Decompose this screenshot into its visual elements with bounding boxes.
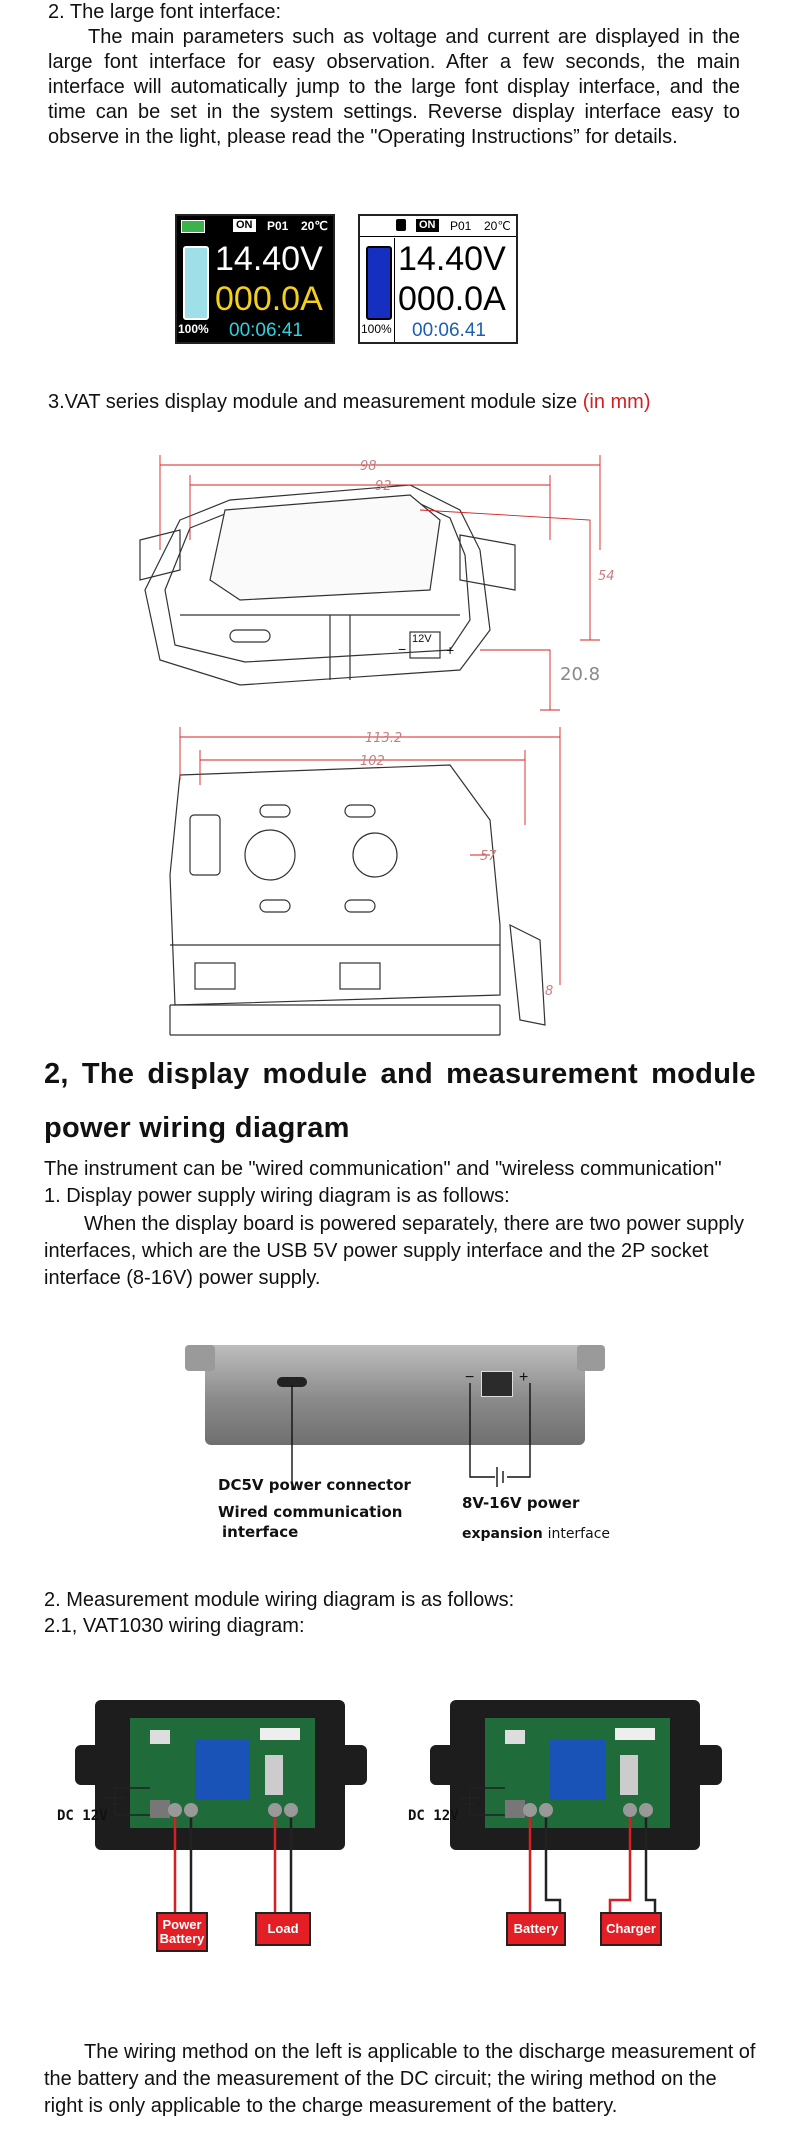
mode-badge: ON <box>416 219 439 232</box>
temperature-label: 20℃ <box>301 219 328 233</box>
wired-comm-label-2: interface <box>222 1523 299 1541</box>
wiring-heading-line2: power wiring diagram <box>44 1112 350 1144</box>
display-body <box>205 1345 585 1445</box>
large-font-paragraph: The main parameters such as voltage and … <box>48 26 740 148</box>
dim-113-2: 113.2 <box>365 731 402 746</box>
expansion-word: expansion <box>462 1526 543 1542</box>
battery-level-icon <box>183 246 209 320</box>
wiring-diagram-left: DC 12V Power Battery Load <box>55 1700 375 1960</box>
display-screen-dark: ON P01 20℃ 100% 14.40V 000.0A 00:06:41 <box>175 214 335 344</box>
right-charger-box: Charger <box>600 1912 662 1946</box>
program-label: P01 <box>450 219 472 233</box>
battery-percent: 100% <box>361 322 392 336</box>
dim-102: 102 <box>360 754 385 769</box>
socket-2p <box>481 1371 513 1397</box>
status-bar: ON P01 20℃ <box>177 216 333 236</box>
section-heading-large-font: 2. The large font interface: <box>48 1 282 23</box>
display-screen-light: ON P01 20℃ 100% 14.40V 000.0A 00:06.41 <box>358 214 518 344</box>
socket-minus: − <box>465 1369 475 1386</box>
left-load-box: Load <box>255 1912 311 1946</box>
wired-comm-label: Wired communication <box>218 1503 403 1521</box>
size-heading-text: 3.VAT series display module and measurem… <box>48 391 578 413</box>
wiring-sub1: 1. Display power supply wiring diagram i… <box>44 1185 510 1207</box>
status-bar: ON P01 20℃ <box>360 216 516 237</box>
current-readout: 000.0A <box>398 280 506 318</box>
dim-98: 98 <box>360 459 377 474</box>
lock-icon <box>396 219 406 231</box>
temperature-label: 20℃ <box>484 219 511 233</box>
wiring-sub21: 2.1, VAT1030 wiring diagram: <box>44 1615 305 1637</box>
dim-54: 54 <box>598 569 615 584</box>
voltage-readout: 14.40V <box>398 240 506 278</box>
wiring-sub1-body: When the display board is powered separa… <box>44 1213 744 1289</box>
left-board-svg <box>75 1700 367 1915</box>
interface-word: interface <box>547 1526 611 1542</box>
dim-57: 57 <box>480 849 497 864</box>
display-power-photo: − + <box>185 1335 605 1465</box>
battery-small-icon <box>181 220 205 233</box>
dim-8: 8 <box>545 984 553 999</box>
left-ear <box>185 1345 215 1371</box>
mode-badge: ON <box>233 219 256 232</box>
left-box2-text: Load <box>267 1921 299 1936</box>
dc5v-label: DC5V power connector <box>218 1476 411 1494</box>
unit-note: (in mm) <box>582 391 651 413</box>
right-box2-text: Charger <box>606 1921 656 1936</box>
connector-12v-label: 12V <box>412 633 432 645</box>
elapsed-time: 00:06.41 <box>412 320 486 341</box>
dim-20-8: 20.8 <box>560 664 600 685</box>
battery-percent: 100% <box>178 322 209 336</box>
wiring-closing-paragraph: The wiring method on the left is applica… <box>44 2041 756 2117</box>
right-dc-label: DC 12V <box>408 1808 459 1824</box>
battery-level-icon <box>366 246 392 320</box>
elapsed-time: 00:06:41 <box>229 320 303 341</box>
measurement-module-drawing: 113.2 102 57 8 <box>169 727 561 1036</box>
power-range-label: 8V-16V power <box>462 1494 580 1512</box>
left-dc-label: DC 12V <box>57 1808 108 1824</box>
socket-plus: + <box>519 1369 529 1386</box>
dim-92: 92 <box>375 479 392 494</box>
current-readout: 000.0A <box>215 280 323 318</box>
wiring-heading-line1: 2, The display module and measurement mo… <box>44 1058 756 1090</box>
wiring-sub2: 2. Measurement module wiring diagram is … <box>44 1589 515 1611</box>
expansion-label: expansion interface <box>462 1524 610 1544</box>
right-board-svg <box>430 1700 722 1915</box>
photo-callout-lines <box>291 1383 531 1490</box>
wiring-intro: The instrument can be "wired communicati… <box>44 1158 722 1180</box>
connector-plus-label: + <box>446 642 454 658</box>
usb-port <box>277 1377 307 1387</box>
right-box1-text: Battery <box>513 1921 559 1936</box>
right-battery-box: Battery <box>506 1912 566 1946</box>
left-box1-text: Power Battery <box>159 1917 205 1946</box>
left-power-battery-box: Power Battery <box>156 1912 208 1952</box>
display-module-drawing: 98 92 54 20.8 12V − + <box>139 455 615 711</box>
section-heading-size: 3.VAT series display module and measurem… <box>48 390 650 415</box>
wiring-diagram-right: DC 12V Battery Charger <box>408 1700 730 1960</box>
right-ear <box>577 1345 605 1371</box>
program-label: P01 <box>267 219 289 233</box>
screen-divider <box>394 238 395 342</box>
voltage-readout: 14.40V <box>215 240 323 278</box>
connector-minus-label: − <box>398 641 406 657</box>
